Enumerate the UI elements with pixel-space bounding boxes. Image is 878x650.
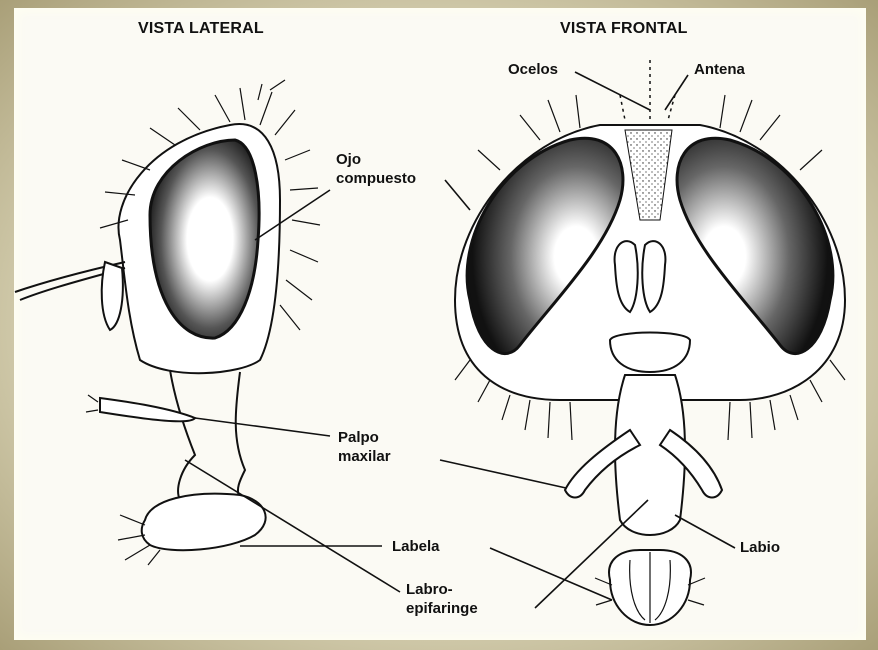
frontal-ocelli-lines — [620, 60, 675, 120]
label-labio: Labio — [740, 538, 780, 557]
leader-ojo-frontal — [445, 180, 470, 210]
label-ojo-line1: Ojo — [336, 150, 416, 169]
label-palpo-maxilar: Palpo maxilar — [338, 428, 391, 466]
label-palpo-line1: Palpo — [338, 428, 391, 447]
lateral-antenna-segment — [102, 262, 123, 330]
leader-palpo-frontal — [440, 460, 566, 488]
label-ojo-compuesto: Ojo compuesto — [336, 150, 416, 188]
label-palpo-line2: maxilar — [338, 447, 391, 466]
leader-antena — [665, 75, 688, 110]
label-ojo-line2: compuesto — [336, 169, 416, 188]
label-labro-line1: Labro- — [406, 580, 478, 599]
lateral-view — [15, 80, 320, 565]
lateral-proboscis — [170, 370, 245, 500]
lateral-palp — [100, 398, 195, 421]
leader-labio — [675, 515, 735, 548]
label-labro-line2: epifaringe — [406, 599, 478, 618]
leader-ocelos — [575, 72, 650, 110]
title-frontal-view: VISTA FRONTAL — [560, 20, 688, 38]
label-antena: Antena — [694, 60, 745, 79]
label-ocelos: Ocelos — [508, 60, 558, 79]
frontal-view — [455, 60, 845, 625]
title-lateral-view: VISTA LATERAL — [138, 20, 264, 38]
label-labela: Labela — [392, 537, 440, 556]
label-labro-epifaringe: Labro- epifaringe — [406, 580, 478, 618]
lateral-labella — [142, 494, 266, 550]
leader-palpo-lateral — [195, 418, 330, 436]
